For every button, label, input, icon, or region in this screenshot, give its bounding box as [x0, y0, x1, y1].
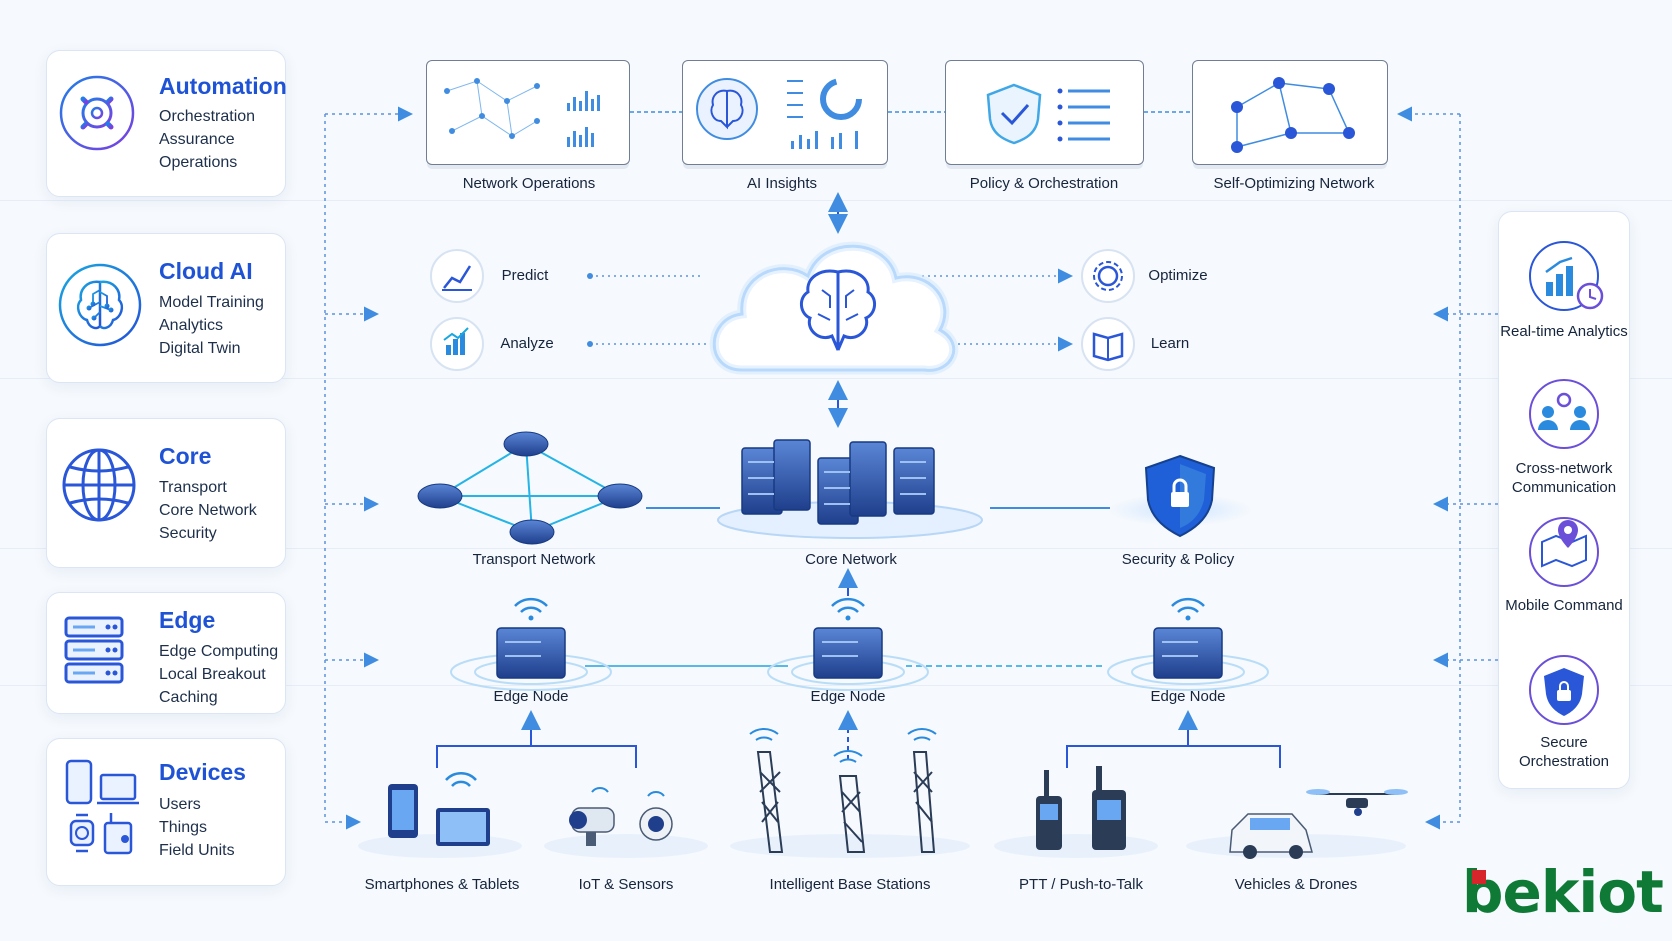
- core-network-servers: [717, 439, 983, 539]
- bekiot-logo: bekiot: [1462, 858, 1664, 926]
- vehicle-drone-icon: [1229, 789, 1408, 859]
- cloud-function-label: Optimize: [1148, 267, 1208, 284]
- core-node-label: Core Network: [805, 551, 897, 568]
- device-group-label: Intelligent Base Stations: [769, 876, 931, 893]
- analyze-icon: [430, 317, 484, 371]
- layer-card-edge[interactable]: Edge Edge Computing Local Breakout Cachi…: [46, 592, 286, 714]
- brain-circuit-icon: [58, 263, 142, 347]
- layer-item: Edge Computing: [159, 643, 279, 660]
- ai-insights-panel[interactable]: [682, 60, 888, 165]
- map-pin-icon: [1529, 517, 1599, 587]
- layer-item: Digital Twin: [159, 340, 241, 357]
- policy-orchestration-panel[interactable]: [945, 60, 1144, 165]
- capability-label: Real-time Analytics: [1500, 323, 1628, 340]
- transport-mesh: [417, 431, 643, 545]
- layer-item: Assurance: [159, 131, 235, 148]
- edge-node-label: Edge Node: [1150, 688, 1226, 705]
- shield-lock-icon: [1529, 655, 1599, 725]
- brain-icon: [800, 269, 876, 351]
- cloud-function-label: Learn: [1150, 335, 1190, 352]
- layer-items: Model Training Analytics Digital Twin: [159, 291, 264, 360]
- panel-label: AI Insights: [746, 175, 818, 192]
- layer-card-automation[interactable]: Automation Orchestration Assurance Opera…: [46, 50, 287, 197]
- layer-items: Orchestration Assurance Operations: [159, 105, 255, 174]
- capability-label: Secure Orchestration: [1518, 734, 1610, 770]
- layer-item: Local Breakout: [159, 666, 266, 683]
- self-optimizing-network-panel[interactable]: [1192, 60, 1388, 165]
- cloud-function-label: Analyze: [500, 335, 554, 352]
- edge-node-label: Edge Node: [493, 688, 569, 705]
- network-graph-icon: [444, 78, 600, 147]
- layer-items: Transport Core Network Security: [159, 476, 257, 545]
- server-rack-icon: [64, 616, 124, 684]
- ai-cloud: [709, 241, 959, 375]
- layer-title: Core: [159, 443, 212, 469]
- layer-item: Analytics: [159, 317, 224, 334]
- left-connector-rail: [324, 106, 413, 830]
- layer-item: Operations: [159, 154, 238, 171]
- edge-node-servers: [450, 597, 1269, 691]
- layer-title: Cloud AI: [159, 258, 253, 284]
- predict-icon: [430, 249, 484, 303]
- layer-card-core[interactable]: Core Transport Core Network Security: [46, 418, 286, 568]
- panel-label: Policy & Orchestration: [969, 175, 1119, 192]
- core-node-label: Transport Network: [472, 551, 596, 568]
- capability-label: Mobile Command: [1505, 597, 1623, 614]
- globe-icon: [62, 448, 136, 522]
- devices-icon: [65, 759, 139, 855]
- capability-label: Cross-network Communication: [1511, 460, 1617, 496]
- layer-item: Orchestration: [159, 108, 256, 125]
- band-divider: [0, 548, 1672, 549]
- son-graph-icon: [1231, 77, 1355, 153]
- base-station-tower-icon: [756, 751, 936, 853]
- layer-items: Users Things Field Units: [159, 793, 235, 862]
- policy-checklist-icon: [986, 83, 1110, 145]
- panel-label: Self-Optimizing Network: [1213, 175, 1375, 192]
- optimize-icon: [1081, 249, 1135, 303]
- right-connector-rail: [1397, 106, 1498, 830]
- automation-gear-icon: [59, 75, 135, 151]
- layer-title: Automation: [159, 73, 287, 99]
- cloud-function-label: Predict: [501, 267, 549, 284]
- layer-items: Edge Computing Local Breakout Caching: [159, 640, 278, 709]
- layer-item: Users: [159, 796, 201, 813]
- device-edge-links: [436, 710, 1281, 768]
- core-node-label: Security & Policy: [1121, 551, 1235, 568]
- network-operations-panel[interactable]: [426, 60, 630, 165]
- ai-insights-dashboard-icon: [696, 78, 862, 149]
- device-group-label: Smartphones & Tablets: [364, 876, 520, 893]
- tower-signal-icon: [749, 727, 937, 763]
- cloud-function-links: [590, 268, 1073, 352]
- analytics-clock-icon: [1529, 241, 1604, 311]
- layer-item: Security: [159, 525, 217, 542]
- ptt-radio-icon: [1036, 766, 1126, 850]
- layer-title: Edge: [159, 607, 216, 633]
- people-network-icon: [1529, 379, 1599, 449]
- layer-item: Field Units: [159, 842, 235, 859]
- layer-card-devices[interactable]: Devices Users Things Field Units: [46, 738, 286, 886]
- layer-item: Things: [159, 819, 208, 836]
- learn-book-icon: [1081, 317, 1135, 371]
- band-divider: [0, 685, 1672, 686]
- panel-label: Network Operations: [462, 175, 596, 192]
- device-group-label: PTT / Push-to-Talk: [1019, 876, 1143, 893]
- band-divider: [0, 378, 1672, 379]
- device-group-label: Vehicles & Drones: [1234, 876, 1358, 893]
- smartphone-tablet-icon: [388, 771, 490, 846]
- layer-title: Devices: [159, 759, 246, 785]
- logo-accent-mark: [1472, 870, 1486, 884]
- layer-item: Transport: [159, 479, 227, 496]
- layer-card-cloud-ai[interactable]: Cloud AI Model Training Analytics Digita…: [46, 233, 286, 383]
- iot-sensor-camera-icon: [569, 787, 673, 846]
- edge-node-label: Edge Node: [810, 688, 886, 705]
- layer-item: Model Training: [159, 294, 264, 311]
- layer-item: Core Network: [159, 502, 257, 519]
- layer-item: Caching: [159, 689, 218, 706]
- device-group-label: IoT & Sensors: [578, 876, 674, 893]
- security-shield-icon: [1108, 454, 1252, 538]
